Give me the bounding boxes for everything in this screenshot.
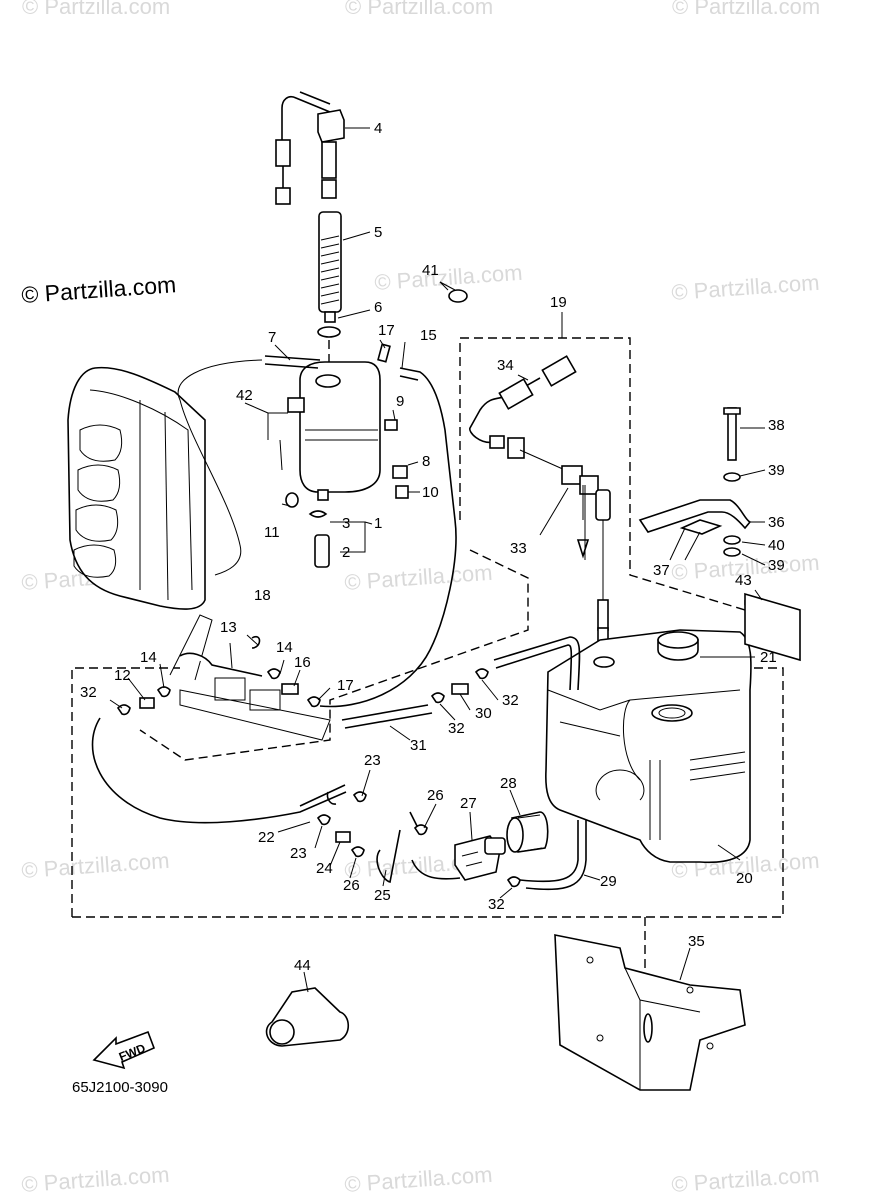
- callout-33: 33: [510, 540, 527, 557]
- callout-11: 11: [264, 524, 280, 541]
- callout-40: 40: [768, 537, 785, 554]
- wire-sleeve: [275, 139, 291, 167]
- caution-label: [744, 592, 801, 662]
- hose-routing-outline: [139, 549, 529, 761]
- hose-clamp: [439, 281, 468, 303]
- callout-18: 18: [254, 587, 271, 604]
- callout-36: 36: [768, 514, 785, 531]
- callout-6: 6: [374, 299, 382, 316]
- watermark: © Partzilla.com: [345, 0, 493, 19]
- engine-cover: [67, 366, 206, 610]
- callout-19: 19: [550, 294, 567, 311]
- watermark: © Partzilla.com: [22, 0, 170, 19]
- callout-23: 23: [364, 752, 381, 769]
- callout-26: 26: [427, 787, 444, 804]
- callout-38: 38: [768, 417, 785, 434]
- leader-lines: [109, 127, 766, 993]
- tank-bracket: [554, 934, 746, 1091]
- callout-39b: 39: [768, 557, 785, 574]
- callout-14: 14: [276, 639, 293, 656]
- callout-5: 5: [374, 224, 382, 241]
- callout-13: 13: [220, 619, 237, 636]
- callout-44: 44: [294, 957, 311, 974]
- vent-hose: [177, 355, 321, 576]
- callout-4: 4: [374, 120, 382, 137]
- callout-27: 27: [460, 795, 477, 812]
- watermark: © Partzilla.com: [21, 1162, 171, 1197]
- callout-15: 15: [420, 327, 437, 344]
- callout-34: 34: [497, 357, 514, 374]
- callout-35: 35: [688, 933, 705, 950]
- oil-strainer: [318, 211, 342, 323]
- oil-hoses: [91, 636, 587, 891]
- lower-group-outline: [72, 667, 784, 918]
- callout-labels: 4 5 41 6 19 7 17 15 34 42 9 38 8 39 10 3…: [80, 120, 785, 974]
- callout-2: 2: [342, 544, 350, 561]
- callout-16: 16: [294, 654, 311, 671]
- tank-cap: [657, 631, 699, 661]
- callout-32: 32: [488, 896, 505, 913]
- watermark: © Partzilla.com: [21, 848, 171, 883]
- oil-pump: [454, 835, 506, 881]
- wire-connector: [275, 187, 291, 205]
- watermark: © Partzilla.com: [672, 0, 820, 19]
- callout-25: 25: [374, 887, 391, 904]
- callout-20: 20: [736, 870, 753, 887]
- callout-30: 30: [475, 705, 492, 722]
- callout-8: 8: [422, 453, 430, 470]
- callout-28: 28: [500, 775, 517, 792]
- clamps-and-joints: [116, 635, 521, 888]
- tank-fittings: [279, 343, 409, 568]
- o-ring: [317, 326, 341, 338]
- callout-24: 24: [316, 860, 333, 877]
- callout-22: 22: [258, 829, 275, 846]
- engine-block: [169, 614, 331, 741]
- callout-10: 10: [422, 484, 439, 501]
- watermark: © Partzilla.com: [344, 1162, 494, 1197]
- callout-43: 43: [735, 572, 752, 589]
- sensor-group-outline: [459, 337, 746, 611]
- oil-level-sensor-group: [469, 355, 611, 643]
- callout-12: 12: [114, 667, 131, 684]
- callout-21: 21: [760, 649, 777, 666]
- callout-7: 7: [268, 329, 276, 346]
- hose-grommet: [265, 987, 350, 1047]
- callout-39: 39: [768, 462, 785, 479]
- forward-direction-arrow: FWD: [92, 1030, 156, 1070]
- callout-23: 23: [290, 845, 307, 862]
- watermark: © Partzilla.com: [21, 271, 177, 308]
- callout-32: 32: [448, 720, 465, 737]
- watermark: © Partzilla.com: [344, 560, 494, 595]
- callout-41: 41: [422, 262, 439, 279]
- callout-31: 31: [410, 737, 427, 754]
- callout-17: 17: [378, 322, 395, 339]
- callout-9: 9: [396, 393, 404, 410]
- callout-42: 42: [236, 387, 253, 404]
- oil-tank-reservoir: [287, 361, 381, 501]
- oil-filter: [506, 811, 549, 853]
- breather-hose: [319, 367, 457, 708]
- callout-32: 32: [502, 692, 519, 709]
- callout-37: 37: [653, 562, 670, 579]
- callout-17: 17: [337, 677, 354, 694]
- callout-32: 32: [80, 684, 97, 701]
- callout-29: 29: [600, 873, 617, 890]
- callout-14: 14: [140, 649, 157, 666]
- watermark: © Partzilla.com: [671, 1162, 821, 1197]
- main-oil-tank: [545, 629, 752, 864]
- callout-26: 26: [343, 877, 360, 894]
- diagram-code: 65J2100-3090: [72, 1079, 168, 1096]
- tank-mounting-hardware: [638, 407, 752, 557]
- callout-3: 3: [342, 515, 350, 532]
- watermark: © Partzilla.com: [671, 270, 821, 305]
- assembly-outlines: [71, 337, 784, 1000]
- oil-level-gauge: [275, 91, 345, 205]
- callout-1: 1: [374, 515, 382, 532]
- watermark: © Partzilla.com: [374, 260, 524, 295]
